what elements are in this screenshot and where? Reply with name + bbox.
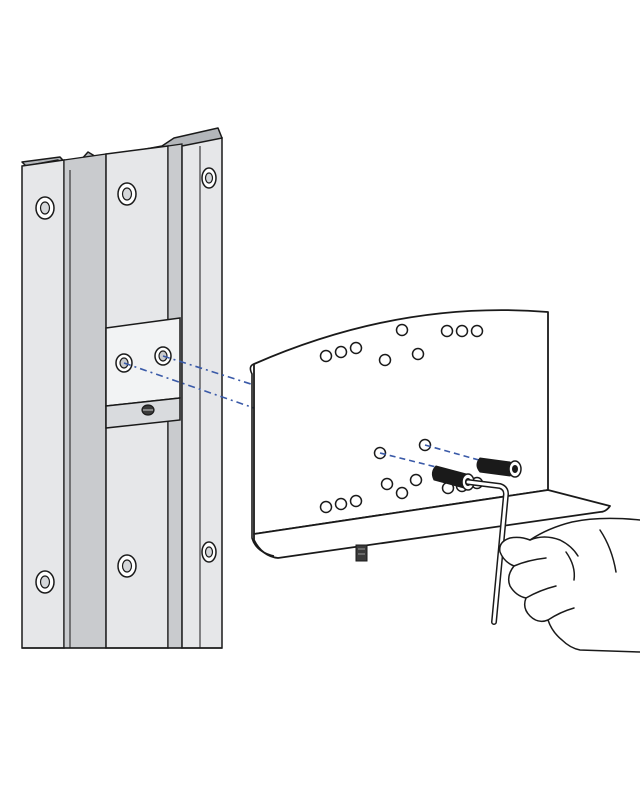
plate-hole	[319, 349, 333, 363]
hand-finger-line	[513, 557, 547, 567]
alignment-guides	[123, 355, 255, 409]
plate-left-edge	[249, 363, 275, 557]
hand-wrist-line	[599, 529, 617, 573]
plate-hole	[349, 494, 363, 508]
rail-hole-top-left	[35, 196, 55, 220]
rail-right-flange	[181, 137, 223, 649]
plate-hole	[378, 353, 392, 367]
hand	[498, 517, 640, 653]
rail-hole-bottom-center	[117, 554, 137, 578]
bracket-set-screw	[141, 404, 155, 416]
hand-finger-line	[525, 585, 557, 599]
plate-hole	[349, 341, 363, 355]
rail-hole-bottom-right	[201, 541, 217, 563]
shelf-plate	[249, 309, 611, 562]
hand-finger-line	[547, 607, 575, 621]
plate-hole	[395, 486, 409, 500]
plate-hole	[470, 324, 484, 338]
guide-line-lower	[123, 362, 255, 409]
screw-guide-lower	[379, 452, 441, 469]
shelf-underside-stud	[355, 544, 368, 562]
plate-hole	[409, 473, 423, 487]
screw-guides	[379, 444, 487, 469]
plate-bottom-shelf	[253, 489, 611, 559]
plate-hole	[334, 345, 348, 359]
rail-hole-bottom-left	[35, 570, 55, 594]
hand-outline	[498, 517, 640, 653]
hand-knuckle-line	[565, 551, 576, 581]
wall-rail	[21, 127, 223, 649]
plate-hole	[380, 477, 394, 491]
mounting-bracket	[105, 317, 181, 429]
screw-upper	[476, 457, 522, 478]
plate-hole	[395, 323, 409, 337]
plate-hole	[440, 324, 454, 338]
guide-line-upper	[162, 355, 255, 386]
plate-hole	[319, 500, 333, 514]
rail-hole-top-right	[201, 167, 217, 189]
allen-key	[465, 479, 509, 625]
screw-guide-upper	[424, 444, 487, 463]
plate-hole	[334, 497, 348, 511]
plate-hole	[455, 324, 469, 338]
rail-hole-top-center	[117, 182, 137, 206]
plate-hole	[411, 347, 425, 361]
